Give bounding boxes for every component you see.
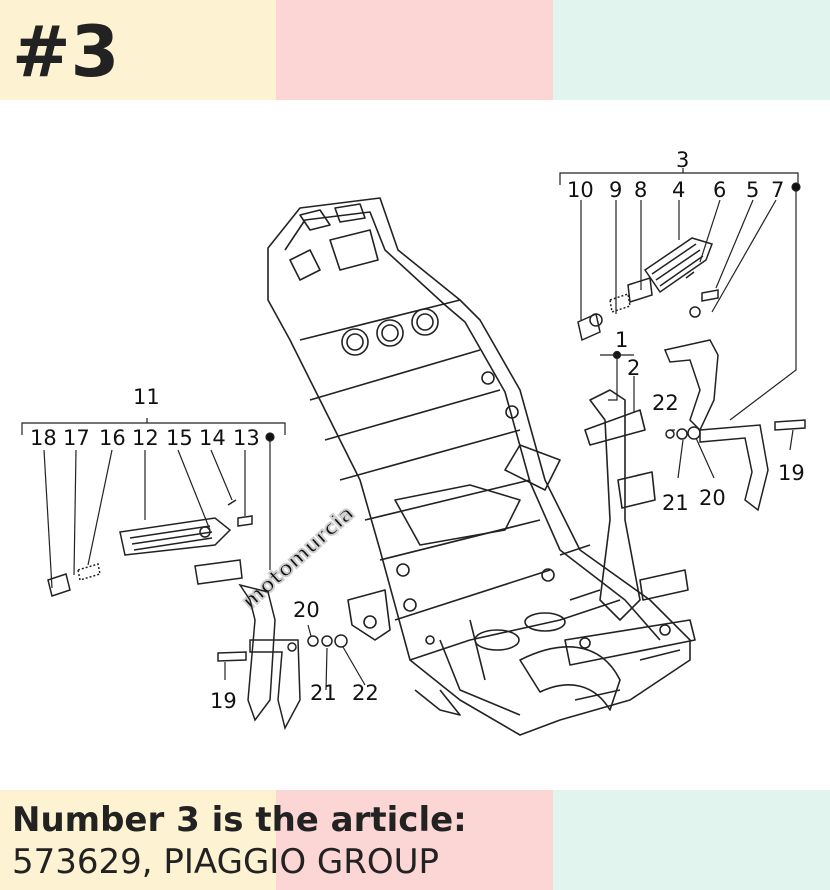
- callout-7: 7: [771, 178, 784, 202]
- scooter-frame: [267, 197, 696, 736]
- callout-15: 15: [166, 426, 193, 450]
- callout-21-right: 21: [662, 491, 689, 515]
- callout-19-right: 19: [778, 461, 805, 485]
- callout-5: 5: [746, 178, 759, 202]
- callout-20-left: 20: [293, 598, 320, 622]
- callout-3: 3: [676, 148, 689, 172]
- callout-20-right: 20: [699, 486, 726, 510]
- callout-leader-lines: [21, 168, 801, 691]
- callout-14: 14: [199, 426, 226, 450]
- callout-21-left: 21: [310, 681, 337, 705]
- callout-8: 8: [634, 178, 647, 202]
- caption-title: Number 3 is the article:: [12, 800, 467, 840]
- header-band-segment-mint: [553, 0, 830, 100]
- diagram-canvas: motomurcia: [21, 148, 806, 736]
- callout-10: 10: [567, 178, 594, 202]
- callout-19-left: 19: [210, 689, 237, 713]
- callout-13: 13: [233, 426, 260, 450]
- exploded-parts-diagram: motomurcia: [0, 100, 830, 790]
- caption-band-segment-mint: [553, 790, 830, 890]
- caption-band-segment-yellow: [0, 790, 276, 890]
- callout-18: 18: [30, 426, 57, 450]
- caption-band-segment-pink: [276, 790, 553, 890]
- header-band-segment-pink: [276, 0, 553, 100]
- callout-12: 12: [132, 426, 159, 450]
- header-band-segment-yellow: [0, 0, 276, 100]
- left-footrest-assembly: [47, 499, 348, 731]
- callout-4: 4: [672, 178, 685, 202]
- callout-2: 2: [627, 356, 640, 380]
- header-band: [0, 0, 830, 100]
- caption-subtitle: 573629, PIAGGIO GROUP: [12, 842, 440, 882]
- watermark: motomurcia: [237, 501, 358, 614]
- callout-9: 9: [609, 178, 622, 202]
- caption-band: [0, 790, 830, 890]
- callout-6: 6: [713, 178, 726, 202]
- callout-1: 1: [615, 328, 628, 352]
- callout-16: 16: [99, 426, 126, 450]
- callout-11: 11: [133, 385, 160, 409]
- callout-22-right: 22: [652, 391, 679, 415]
- callout-17: 17: [63, 426, 90, 450]
- right-footrest-assembly: [577, 237, 806, 512]
- part-number-heading: #3: [12, 11, 120, 93]
- callout-labels: 3 10 9 8 4 6 5 7 1 2 11 18 17 16 12 15 1…: [30, 148, 805, 713]
- callout-22-left: 22: [352, 681, 379, 705]
